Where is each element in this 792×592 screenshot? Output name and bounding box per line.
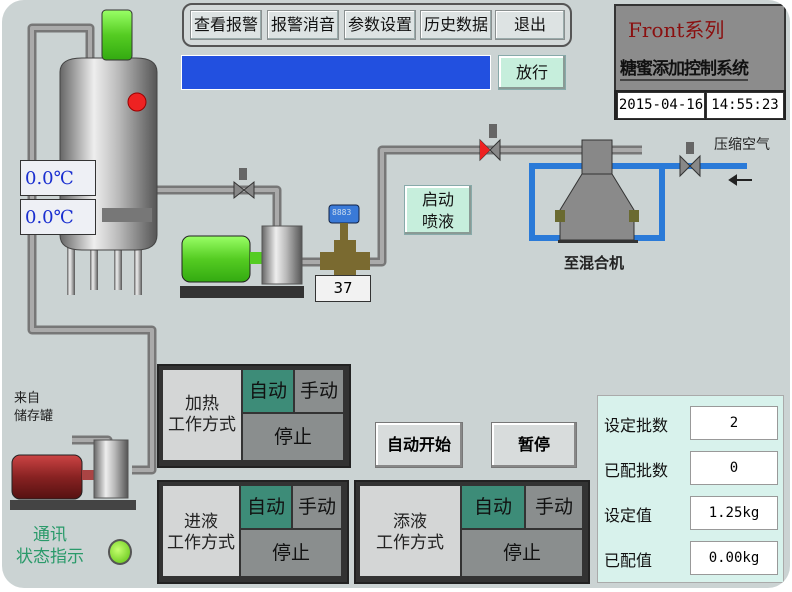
heating-stop-button[interactable]: 停止 <box>243 414 343 460</box>
heating-manual-button[interactable]: 手动 <box>295 370 343 412</box>
temperature-1: 0.0℃ <box>20 160 96 196</box>
to-mixer-label: 至混合机 <box>564 254 625 272</box>
dosing-stop-button[interactable]: 停止 <box>462 530 582 576</box>
set-value-label: 设定值 <box>604 506 653 525</box>
set-batches-value[interactable]: 2 <box>690 406 778 440</box>
dosing-mode-label: 添液工作方式 <box>360 486 460 576</box>
mixer <box>555 139 639 243</box>
dosing-auto-button[interactable]: 自动 <box>462 486 524 528</box>
from-storage-label: 来自 储存罐 <box>14 390 53 426</box>
feed-mode-panel: 进液工作方式 自动 手动 停止 <box>157 480 349 584</box>
dosing-name: 添液 <box>393 512 427 532</box>
start-spray-line2: 喷液 <box>421 212 454 231</box>
dosing-mode-text: 工作方式 <box>376 533 444 553</box>
comm-status-line1: 通讯 <box>33 525 67 545</box>
valve-icon <box>233 168 255 200</box>
view-alarm-button[interactable]: 查看报警 <box>190 10 262 40</box>
storage-pump <box>10 439 136 510</box>
comm-status-label: 通讯 状态指示 <box>16 524 84 568</box>
heating-mode-panel: 加热工作方式 自动 手动 停止 <box>157 364 351 468</box>
flowmeter <box>320 204 370 282</box>
silence-alarm-button[interactable]: 报警消音 <box>267 10 339 40</box>
set-value-value[interactable]: 1.25kg <box>690 496 778 530</box>
toolbar: 查看报警 报警消音 参数设置 历史数据 退出 <box>182 3 572 47</box>
heating-auto-button[interactable]: 自动 <box>243 370 293 412</box>
comm-status-line2: 状态指示 <box>16 547 84 567</box>
exit-button[interactable]: 退出 <box>495 10 565 40</box>
time-display: 14:55:23 <box>706 92 784 119</box>
done-value-label: 已配值 <box>604 551 653 570</box>
flow-value: 37 <box>315 275 371 302</box>
date-display: 2015-04-16 <box>617 92 705 119</box>
agitator-motor <box>101 9 133 61</box>
feed-manual-button[interactable]: 手动 <box>293 486 341 528</box>
datetime-bar: 2015-04-16 14:55:23 <box>614 90 786 120</box>
dosing-mode-panel: 添液工作方式 自动 手动 停止 <box>354 480 590 584</box>
done-batches-value: 0 <box>690 451 778 485</box>
auto-start-button[interactable]: 自动开始 <box>375 422 463 468</box>
feed-mode-text: 工作方式 <box>167 533 235 553</box>
start-spray-button[interactable]: 启动 喷液 <box>404 185 472 235</box>
tank-indicator-light <box>127 92 147 112</box>
from-storage-line2: 储存罐 <box>14 409 54 424</box>
title-box: Front系列 糖蜜添加控制系统 <box>614 4 786 94</box>
air-arrow-icon <box>728 174 752 186</box>
feed-auto-button[interactable]: 自动 <box>241 486 291 528</box>
release-button[interactable]: 放行 <box>498 55 566 90</box>
start-spray-line1: 启动 <box>421 190 454 209</box>
compressed-air-label: 压缩空气 <box>714 137 770 153</box>
feed-pump <box>180 225 304 298</box>
feed-stop-button[interactable]: 停止 <box>241 530 341 576</box>
parameter-table: 设定批数 2 已配批数 0 设定值 1.25kg 已配值 0.00kg <box>597 395 784 583</box>
done-value-value: 0.00kg <box>690 541 778 575</box>
set-batches-label: 设定批数 <box>604 416 669 435</box>
series-title: Front系列 <box>628 18 725 42</box>
dosing-manual-button[interactable]: 手动 <box>526 486 582 528</box>
tank <box>59 9 158 295</box>
air-valve-icon <box>679 142 701 178</box>
from-storage-line1: 来自 <box>14 391 41 406</box>
red-valve-icon <box>479 124 501 162</box>
feed-name: 进液 <box>184 512 218 532</box>
comm-status-led <box>108 539 132 565</box>
feed-mode-label: 进液工作方式 <box>163 486 239 576</box>
history-data-button[interactable]: 历史数据 <box>420 10 492 40</box>
parameter-settings-button[interactable]: 参数设置 <box>344 10 416 40</box>
air-line <box>529 163 747 241</box>
flowmeter-display: 8883 <box>332 208 352 217</box>
system-title: 糖蜜添加控制系统 <box>620 54 749 81</box>
status-bar <box>181 55 491 90</box>
heating-mode-label: 加热工作方式 <box>163 370 241 460</box>
temperature-2: 0.0℃ <box>20 199 96 235</box>
done-batches-label: 已配批数 <box>604 461 669 480</box>
pause-button[interactable]: 暂停 <box>491 422 577 468</box>
heating-name: 加热 <box>185 394 219 414</box>
heating-mode-text: 工作方式 <box>168 415 236 435</box>
